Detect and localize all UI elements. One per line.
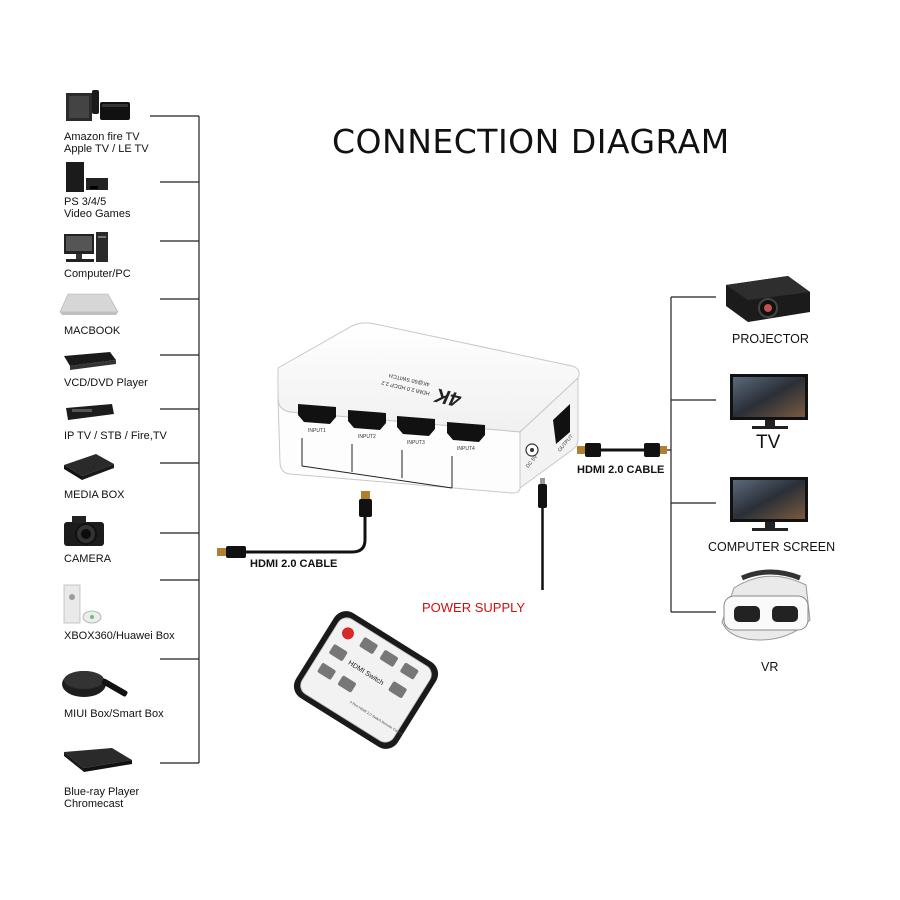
- source-label-9: XBOX360/Huawei Box: [64, 630, 175, 642]
- tv-icon: [730, 374, 808, 429]
- input-port-3: [397, 416, 435, 436]
- vr-headset-icon: [721, 569, 811, 641]
- port-label-3: INPUT3: [407, 440, 425, 446]
- laptop-icon: [59, 293, 119, 315]
- tv-box-icon: [66, 90, 130, 121]
- output-label-tv: TV: [756, 432, 781, 453]
- input-bracket: [301, 438, 453, 489]
- remote-control: HDMI Switch 4 Port HDMI 2.0 Switch Remot…: [293, 611, 439, 749]
- output-port: [553, 404, 570, 444]
- remote-power-button: [341, 627, 354, 640]
- input-port-4: [447, 422, 485, 442]
- diagram-title: CONNECTION DIAGRAM: [332, 122, 730, 161]
- output-label-vr: VR: [761, 660, 779, 674]
- source-label-10: MIUI Box/Smart Box: [64, 708, 164, 720]
- bluray-player-icon: [64, 748, 132, 772]
- media-box-icon: [64, 454, 114, 480]
- desktop-computer-icon: [64, 232, 108, 262]
- xbox-icon: [63, 584, 102, 624]
- dvd-player-icon: [64, 352, 116, 370]
- input-port-2: [348, 410, 386, 430]
- input-hdmi-cable: [217, 491, 372, 558]
- port-label-2: INPUT2: [358, 434, 376, 440]
- source-label-7: MEDIA BOX: [64, 489, 125, 501]
- output-hdmi-cable: [577, 443, 667, 457]
- input-port-1: [298, 404, 336, 424]
- source-label-6: IP TV / STB / Fire,TV: [64, 430, 167, 442]
- output-bracket: [666, 296, 716, 613]
- input-cable-label: HDMI 2.0 CABLE: [250, 558, 338, 570]
- power-supply-label: POWER SUPPLY: [422, 600, 526, 615]
- output-label-computer-screen: COMPUTER SCREEN: [708, 540, 836, 554]
- port-label-1: INPUT1: [308, 428, 326, 434]
- port-label-4: INPUT4: [457, 446, 475, 452]
- output-cable-label: HDMI 2.0 CABLE: [577, 464, 665, 476]
- source-label-4: MACBOOK: [64, 325, 121, 337]
- projector-icon: [726, 276, 810, 322]
- smart-box-icon: [62, 671, 128, 697]
- source-label-3: Computer/PC: [64, 268, 131, 280]
- source-bracket: [150, 115, 200, 764]
- source-label-5: VCD/DVD Player: [64, 377, 148, 389]
- game-console-icon: [66, 162, 108, 192]
- camera-icon: [64, 516, 104, 546]
- hdmi-switch-device: INPUT1 INPUT2 INPUT3 INPUT4 OUTPUT DC 5V…: [277, 322, 580, 494]
- source-label-8: CAMERA: [64, 553, 112, 565]
- power-cable: [538, 478, 547, 590]
- monitor-icon: [730, 477, 808, 531]
- output-label-projector: PROJECTOR: [732, 332, 809, 346]
- set-top-box-icon: [66, 404, 114, 420]
